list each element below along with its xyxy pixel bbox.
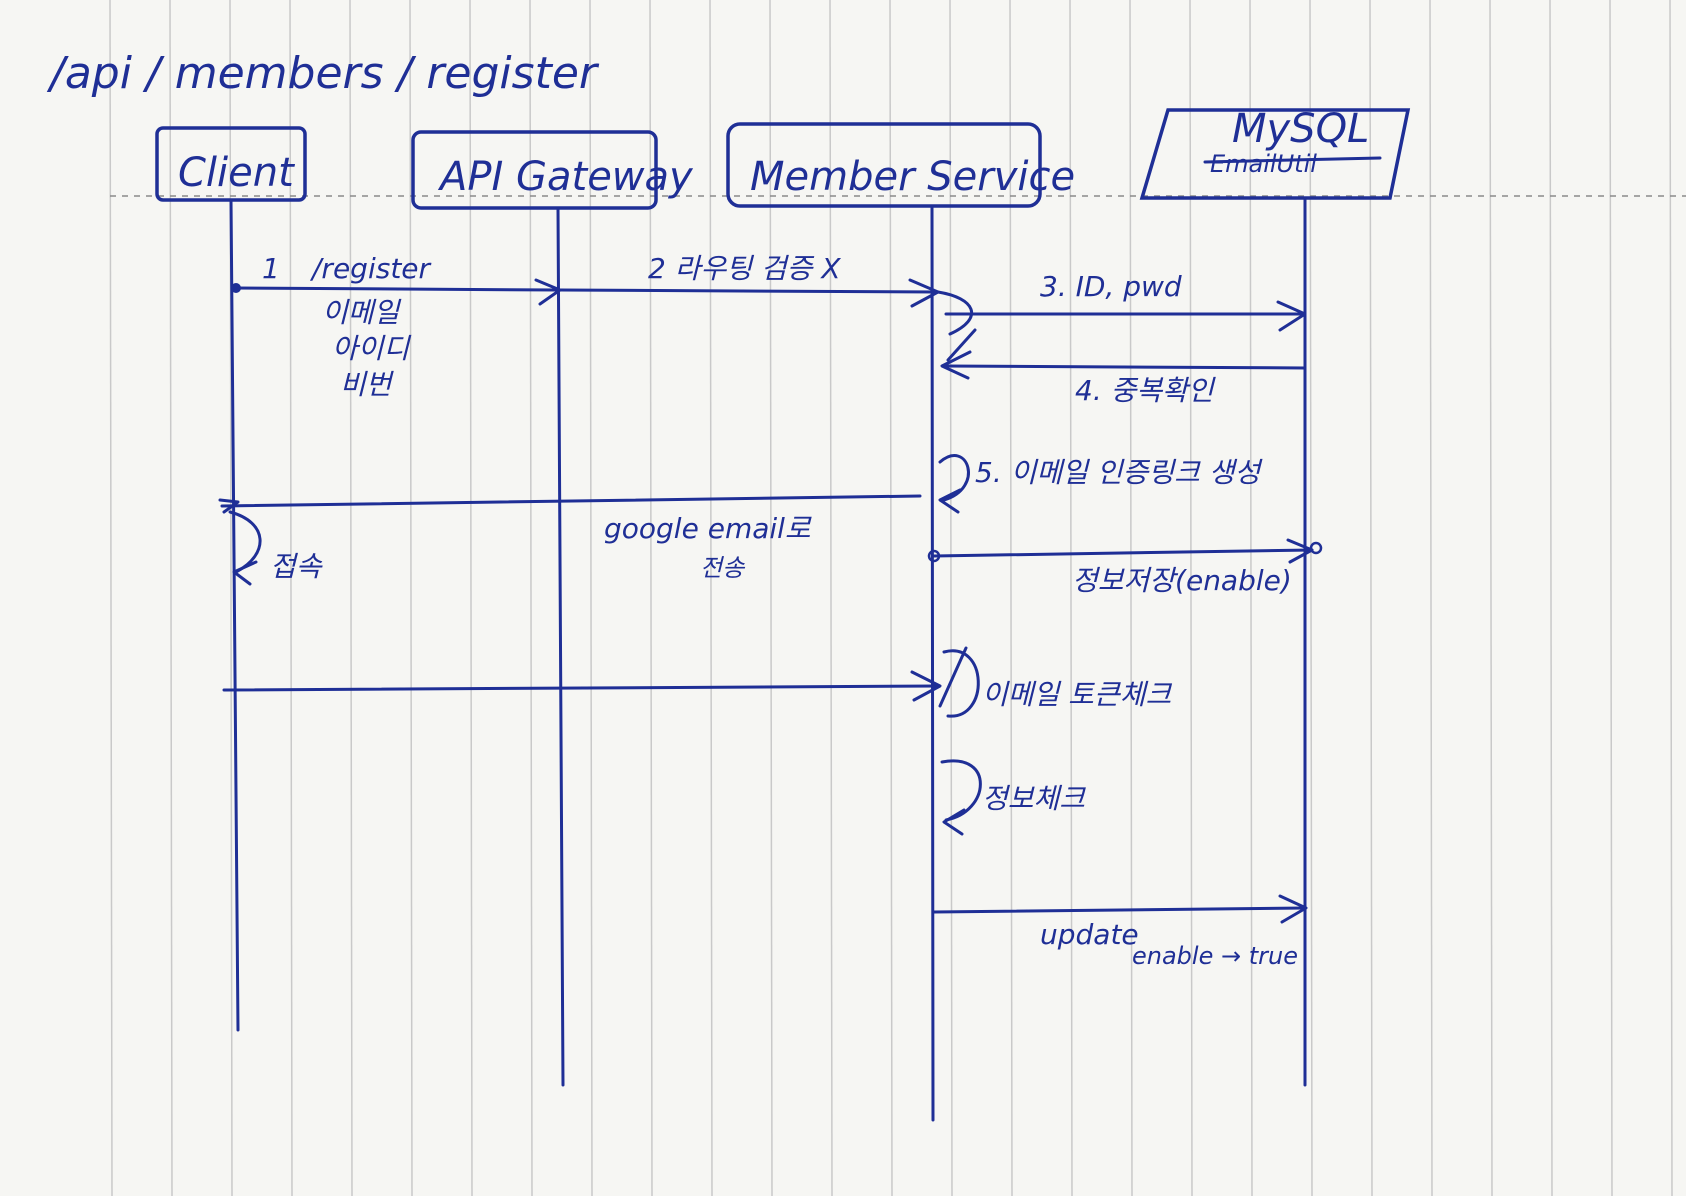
actor-api-gateway-label: API Gateway (437, 154, 694, 200)
message-3-id-pwd: 3. ID, pwd (936, 270, 1307, 336)
message-4-duplicate-check: 4. 중복확인 (940, 328, 1307, 407)
actor-member-service: Member Service (726, 122, 1075, 208)
actor-mysql: MySQL EmailUtil (1139, 106, 1411, 200)
client-self-access: 접속 (228, 510, 323, 586)
strike-through-mark (1203, 156, 1382, 164)
message-10-label: update (1040, 918, 1139, 951)
message-9-label: 정보체크 (982, 782, 1086, 815)
lifeline-member-service (930, 204, 935, 1122)
message-1-label: /register (309, 252, 432, 285)
message-10-label-2: enable → true (1132, 942, 1298, 970)
message-5-self-create-link: 5. 이메일 인증링크 생성 (938, 454, 1263, 514)
actor-client: Client (155, 126, 307, 202)
message-8-label: 이메일 토큰체크 (982, 678, 1172, 711)
message-1-param-2: 아이디 (332, 332, 412, 365)
message-6-label: google email로 (604, 512, 812, 545)
message-7-save-info: 정보저장(enable) (927, 538, 1323, 597)
message-1-param-1: 이메일 (322, 296, 402, 329)
lifeline-client (229, 198, 240, 1032)
message-7-label: 정보저장(enable) (1072, 564, 1292, 597)
message-5-label: 5. 이메일 인증링크 생성 (975, 456, 1263, 489)
message-9-self-info-check: 정보체크 (940, 759, 1086, 836)
actor-api-gateway: API Gateway (411, 130, 694, 210)
message-2-routing: 2 라우팅 검증 X (558, 252, 940, 308)
message-3-label: 3. ID, pwd (1040, 270, 1182, 303)
message-10-update: update enable → true (932, 894, 1308, 970)
message-1-register: 1 /register 이메일 아이디 비번 (231, 252, 562, 401)
message-1-number: 1 (262, 252, 280, 285)
message-4-label: 4. 중복확인 (1075, 374, 1216, 407)
actor-mysql-crossed-label: EmailUtil (1210, 150, 1317, 178)
message-1-param-3: 비번 (340, 368, 395, 401)
actor-mysql-label: MySQL (1232, 106, 1369, 152)
actor-client-label: Client (178, 150, 295, 196)
message-6-label-2: 전송 (700, 554, 746, 582)
message-8-token-check: 이메일 토큰체크 (222, 646, 1172, 718)
message-2-label: 2 라우팅 검증 X (648, 252, 841, 285)
lifeline-api-gateway (556, 206, 565, 1087)
notebook-grid (109, 0, 1673, 1196)
actor-member-service-label: Member Service (750, 154, 1075, 200)
message-6-send-email: google email로 전송 (218, 494, 922, 582)
diagram-title: /api / members / register (46, 48, 600, 99)
client-self-label: 접속 (270, 550, 323, 583)
